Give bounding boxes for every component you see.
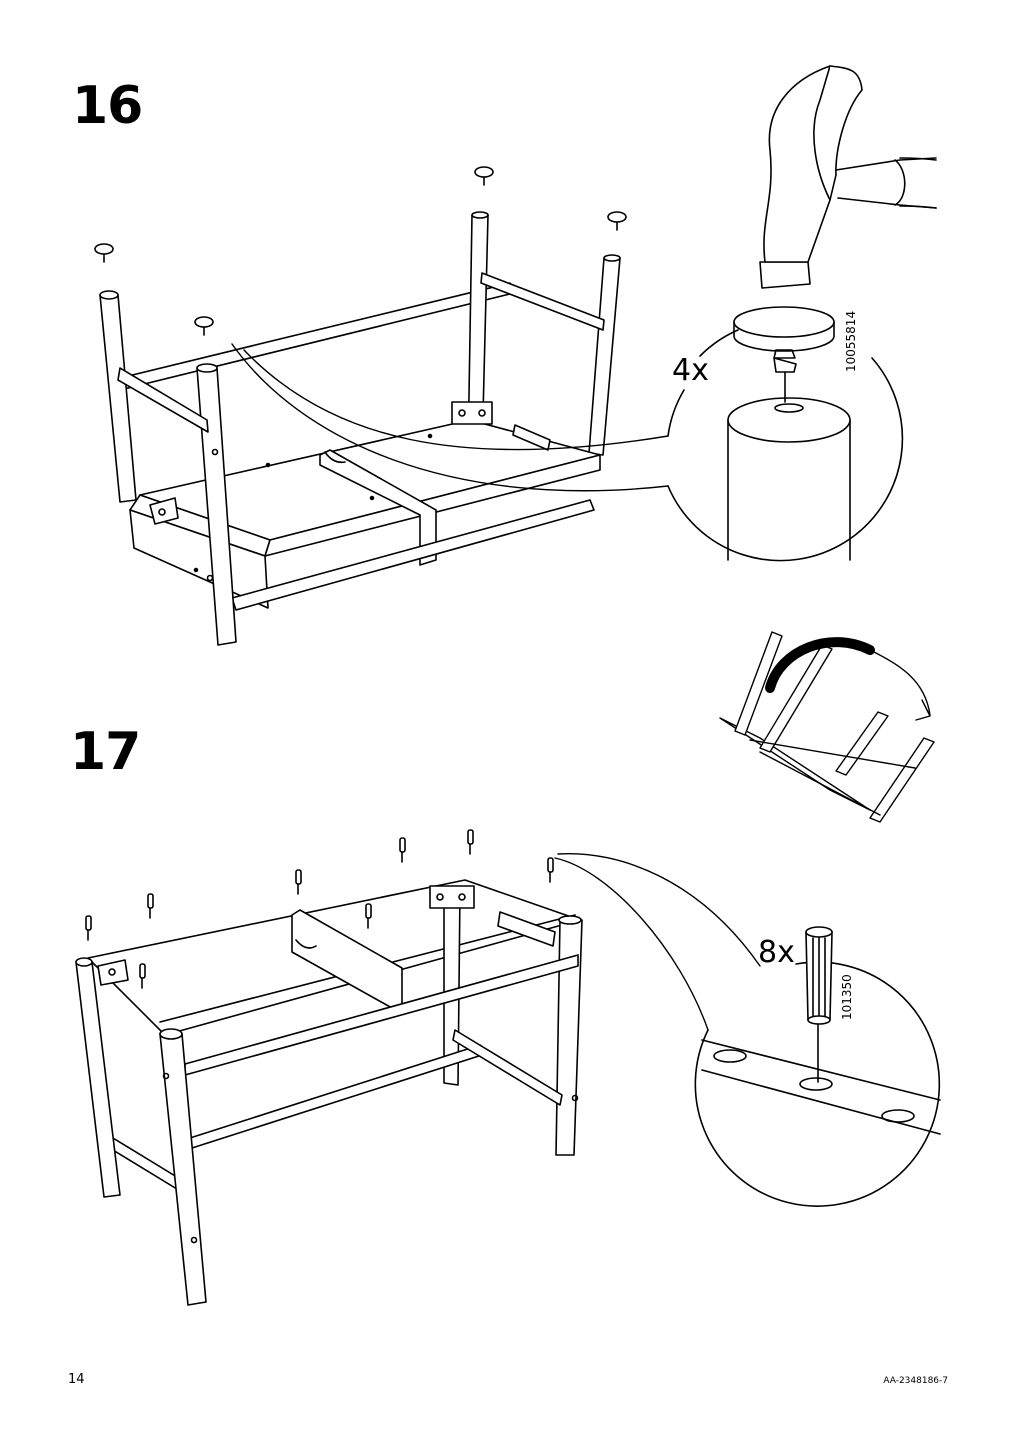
page-number: 14	[68, 1372, 85, 1387]
step-17-number: 17	[70, 722, 141, 782]
hammer-illustration	[760, 66, 936, 288]
step17-dowels	[86, 830, 553, 988]
document-code: AA-2348186-7	[883, 1376, 948, 1386]
step17-detail-circle	[695, 927, 940, 1206]
step-16-number: 16	[72, 76, 143, 136]
step-16-part-number: 10055814	[844, 310, 858, 372]
step-17-part-number: 101350	[840, 974, 854, 1020]
flip-desk-icon	[720, 632, 934, 822]
step17-desk-frame	[76, 880, 582, 1305]
step16-glides	[95, 167, 626, 335]
step16-desk-frame	[100, 212, 620, 645]
step-16-quantity: 4x	[672, 353, 709, 388]
step-17-quantity: 8x	[758, 935, 795, 970]
step16-detail-circle	[668, 307, 902, 561]
